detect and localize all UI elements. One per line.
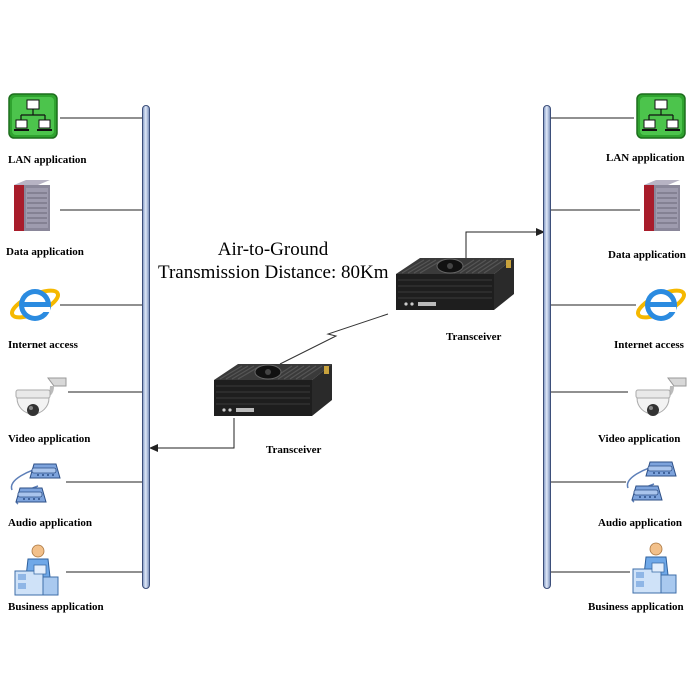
left-app-label: Data application xyxy=(6,246,84,258)
ground-transceiver-icon xyxy=(206,362,336,424)
left-app-label: LAN application xyxy=(8,154,87,166)
dome-camera-icon xyxy=(628,374,688,426)
right-app-label: Video application xyxy=(598,433,681,445)
title-line-2: Transmission Distance: 80Km xyxy=(158,262,389,283)
lan-icon xyxy=(636,93,686,139)
right-app-label: LAN application xyxy=(606,152,685,164)
internet-explorer-icon xyxy=(8,279,62,329)
left-arrowhead xyxy=(149,444,158,452)
title-line-1: Air-to-Ground xyxy=(217,239,329,260)
left-app-label: Internet access xyxy=(8,339,78,351)
air-transceiver-icon xyxy=(388,256,518,318)
left-app-label: Business application xyxy=(8,601,104,613)
right-app-label: Internet access xyxy=(614,339,684,351)
ground-transceiver-label: Transceiver xyxy=(266,444,322,456)
internet-explorer-icon xyxy=(634,279,688,329)
air-transceiver-label: Transceiver xyxy=(446,331,502,343)
right-app-label: Data application xyxy=(608,249,686,261)
diagram-title: Air-to-Ground Transmission Distance: 80K… xyxy=(158,238,388,284)
left-app-label: Audio application xyxy=(8,517,93,529)
telephone-icon xyxy=(8,460,66,514)
wireless-link-icon xyxy=(279,313,389,365)
right-arrowhead xyxy=(536,228,545,236)
lan-icon xyxy=(8,93,58,139)
person-at-desk-icon xyxy=(12,543,62,599)
left-app-label: Video application xyxy=(8,433,91,445)
person-at-desk-icon xyxy=(630,541,680,597)
server-icon xyxy=(642,179,682,233)
air-link-line xyxy=(465,231,540,258)
telephone-icon xyxy=(624,458,682,512)
right-app-label: Audio application xyxy=(598,517,683,529)
dome-camera-icon xyxy=(8,374,68,426)
right-app-label: Business application xyxy=(588,601,684,613)
ground-link-line xyxy=(156,418,235,449)
right-network-bus xyxy=(543,105,551,589)
left-network-bus xyxy=(142,105,150,589)
server-icon xyxy=(12,179,52,233)
